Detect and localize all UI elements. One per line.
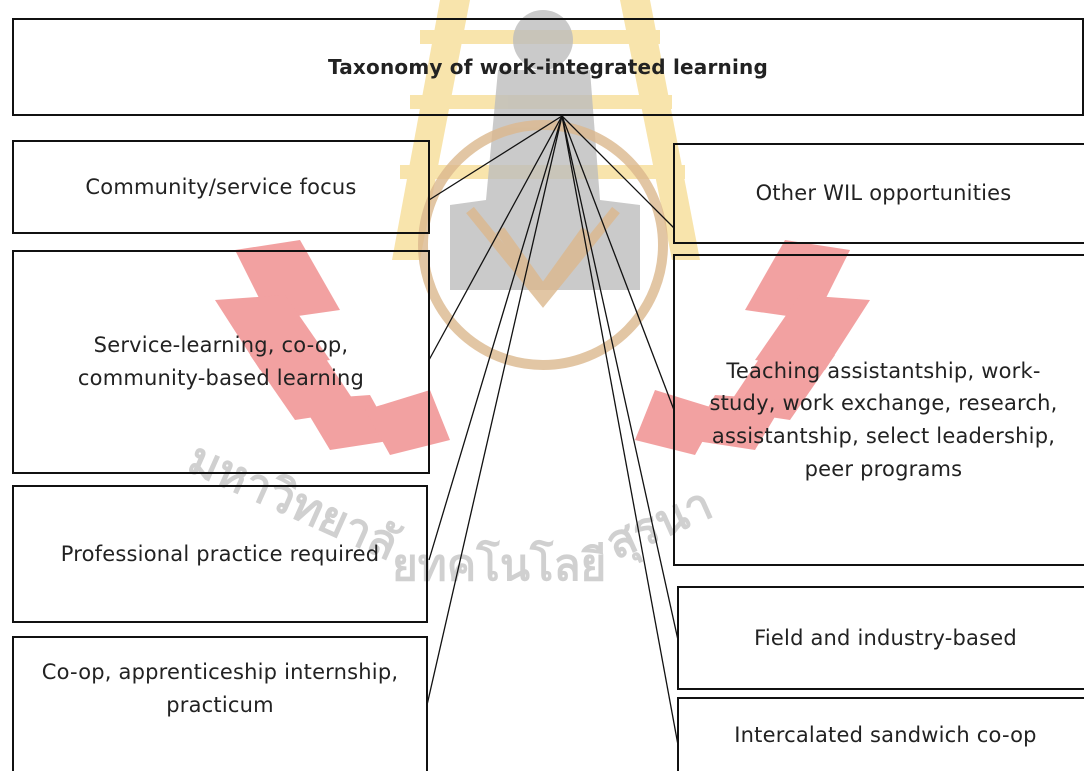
connector-line: [561, 115, 675, 229]
node-intercalated-sandwich: Intercalated sandwich co-op: [677, 697, 1084, 771]
node-label: Teaching assistantship, work- study, wor…: [709, 358, 1058, 481]
node-other-wil: Other WIL opportunities: [673, 143, 1084, 244]
node-community-service-focus: Community/service focus: [12, 140, 430, 234]
node-label: Professional practice required: [60, 541, 380, 566]
connector-line: [426, 115, 563, 706]
node-label: Service-learning, co-op, community-based…: [77, 333, 365, 390]
connector-line: [428, 115, 563, 561]
node-coop-apprenticeship: Co-op, apprenticeship internship, practi…: [12, 636, 428, 771]
node-teaching-assistantship: Teaching assistantship, work- study, wor…: [673, 254, 1084, 566]
node-field-industry: Field and industry-based: [677, 586, 1084, 690]
node-service-learning: Service-learning, co-op, community-based…: [12, 250, 430, 474]
connector-line: [561, 115, 679, 641]
node-label: Co-op, apprenticeship internship, practi…: [41, 659, 399, 717]
node-label: Community/service focus: [85, 174, 357, 199]
node-label: Intercalated sandwich co-op: [734, 722, 1037, 747]
connector-line: [561, 115, 675, 411]
watermark-right-flames: [635, 240, 870, 455]
node-label: Other WIL opportunities: [755, 181, 1012, 206]
node-professional-practice: Professional practice required: [12, 485, 428, 623]
connector-line: [428, 115, 563, 361]
connector-line: [428, 115, 563, 201]
root-label: Taxonomy of work-integrated learning: [327, 54, 769, 79]
node-label: Field and industry-based: [754, 625, 1017, 650]
connector-line: [561, 115, 679, 746]
root-node: Taxonomy of work-integrated learning: [12, 18, 1084, 116]
